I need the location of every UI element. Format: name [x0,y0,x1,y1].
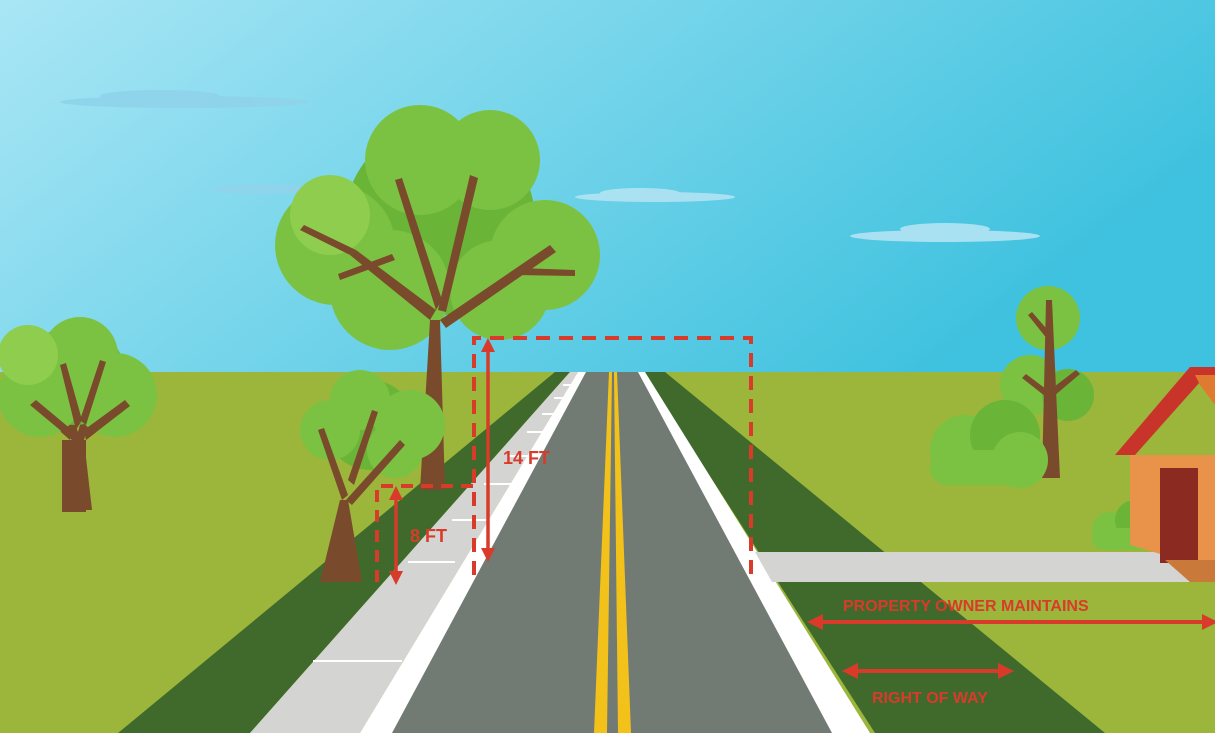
label-14-ft: 14 FT [503,448,550,468]
label-property-owner-maintains: PROPERTY OWNER MAINTAINS [843,598,1089,615]
label-8-ft: 8 FT [410,526,447,546]
driveway [755,552,1200,582]
label-right-of-way: RIGHT OF WAY [872,690,988,707]
